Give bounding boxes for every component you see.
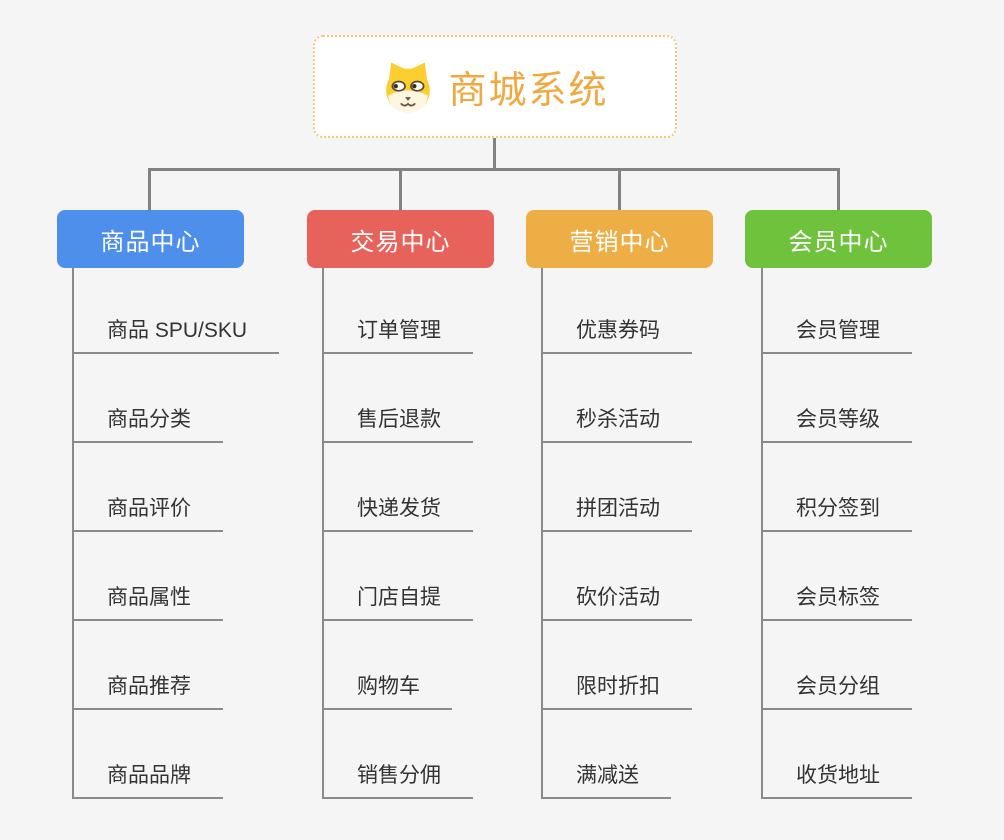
child-topic[interactable]: 收货地址	[761, 761, 912, 799]
child-topic[interactable]: 会员管理	[761, 316, 912, 354]
connector-branch-stub	[837, 168, 840, 213]
branch-children-member-center: 会员管理 会员等级 积分签到 会员标签 会员分组 收货地址	[761, 265, 912, 799]
child-topic[interactable]: 快递发货	[322, 494, 473, 532]
child-topic[interactable]: 订单管理	[322, 316, 473, 354]
connector-trunk-line	[541, 268, 543, 799]
connector-trunk-line	[322, 268, 324, 799]
child-topic[interactable]: 优惠券码	[541, 316, 692, 354]
root-node[interactable]: 商城系统	[313, 35, 677, 138]
child-topic[interactable]: 满减送	[541, 761, 671, 799]
child-topic[interactable]: 商品属性	[72, 583, 223, 621]
child-topic[interactable]: 积分签到	[761, 494, 912, 532]
child-topic[interactable]: 拼团活动	[541, 494, 692, 532]
child-topic[interactable]: 会员分组	[761, 672, 912, 710]
child-topic[interactable]: 商品分类	[72, 405, 223, 443]
child-topic[interactable]: 商品推荐	[72, 672, 223, 710]
branch-children-product-center: 商品 SPU/SKU 商品分类 商品评价 商品属性 商品推荐 商品品牌	[72, 265, 280, 799]
child-topic[interactable]: 商品品牌	[72, 761, 223, 799]
connector-root-stub	[493, 137, 496, 171]
root-title: 商城系统	[448, 70, 609, 112]
dog-face-icon	[381, 60, 435, 114]
child-topic[interactable]: 限时折扣	[541, 672, 692, 710]
child-topic[interactable]: 门店自提	[322, 583, 473, 621]
branch-children-trade-center: 订单管理 售后退款 快递发货 门店自提 购物车 销售分佣	[322, 265, 473, 799]
connector-branch-stub	[148, 168, 151, 213]
branch-node-marketing-center[interactable]: 营销中心	[526, 210, 713, 268]
branch-node-product-center[interactable]: 商品中心	[57, 210, 244, 268]
child-topic[interactable]: 秒杀活动	[541, 405, 692, 443]
connector-horizontal-line	[148, 168, 840, 171]
child-topic[interactable]: 购物车	[322, 672, 452, 710]
connector-branch-stub	[399, 168, 402, 213]
child-topic[interactable]: 售后退款	[322, 405, 473, 443]
child-topic[interactable]: 会员等级	[761, 405, 912, 443]
child-topic[interactable]: 商品评价	[72, 494, 223, 532]
branch-node-trade-center[interactable]: 交易中心	[307, 210, 494, 268]
child-topic[interactable]: 会员标签	[761, 583, 912, 621]
connector-trunk-line	[761, 268, 763, 799]
branch-children-marketing-center: 优惠券码 秒杀活动 拼团活动 砍价活动 限时折扣 满减送	[541, 265, 692, 799]
branch-node-member-center[interactable]: 会员中心	[745, 210, 932, 268]
connector-trunk-line	[72, 268, 74, 799]
child-topic[interactable]: 销售分佣	[322, 761, 473, 799]
connector-branch-stub	[618, 168, 621, 213]
child-topic[interactable]: 砍价活动	[541, 583, 692, 621]
child-topic[interactable]: 商品 SPU/SKU	[72, 316, 280, 354]
